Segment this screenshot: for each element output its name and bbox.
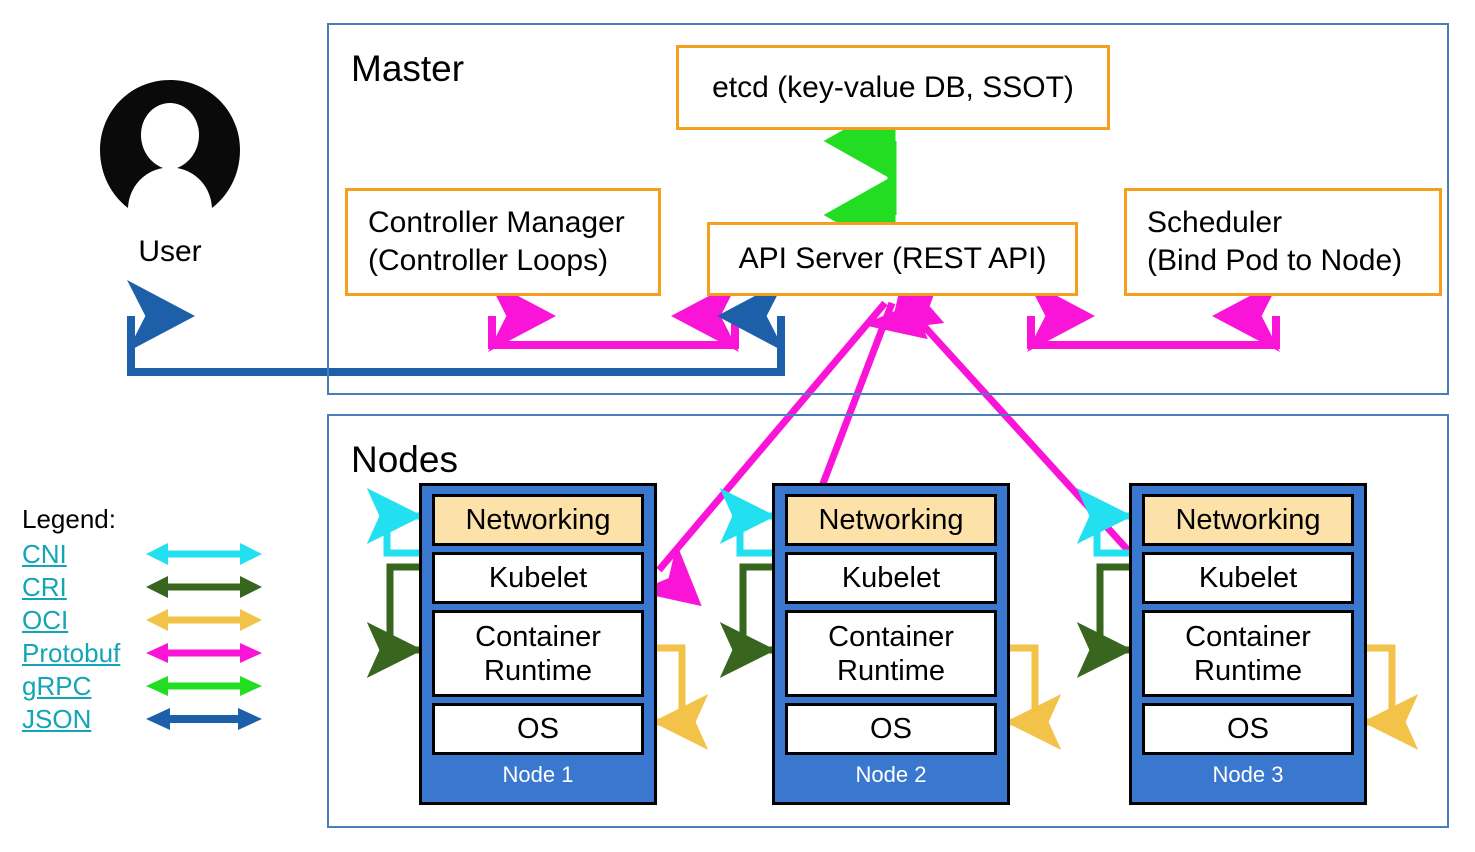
- controller-manager-label: Controller Manager (Controller Loops): [368, 206, 625, 277]
- node-2-name: Node 2: [855, 762, 927, 787]
- etcd-box[interactable]: etcd (key-value DB, SSOT): [676, 45, 1110, 130]
- etcd-label: etcd (key-value DB, SSOT): [712, 70, 1074, 104]
- legend-arrow-cri: [146, 575, 262, 598]
- node-3-os-label: OS: [1227, 713, 1269, 745]
- node-1-os-label: OS: [517, 713, 559, 745]
- master-panel-title: Master: [351, 48, 465, 89]
- user-group: User: [60, 78, 280, 270]
- legend-arrow-json: [146, 707, 262, 730]
- node-2-kubelet-layer[interactable]: Kubelet: [785, 552, 997, 604]
- legend-arrow-cni: [146, 542, 262, 565]
- node-2-runtime-label: Container Runtime: [828, 620, 954, 687]
- node-1-networking-label: Networking: [465, 504, 611, 536]
- node-3-networking-label: Networking: [1175, 504, 1321, 536]
- legend-label-json[interactable]: JSON: [22, 703, 92, 734]
- node-2-os-label: OS: [870, 713, 912, 745]
- scheduler-box[interactable]: Scheduler (Bind Pod to Node): [1124, 188, 1442, 296]
- legend-label-cni[interactable]: CNI: [22, 538, 67, 569]
- node-3-runtime-layer[interactable]: Container Runtime: [1142, 610, 1354, 697]
- user-label: User: [138, 235, 202, 268]
- node-1-runtime-layer[interactable]: Container Runtime: [432, 610, 644, 697]
- legend-item-grpc[interactable]: gRPC: [22, 669, 302, 702]
- legend-item-cri[interactable]: CRI: [22, 570, 302, 603]
- node-1-runtime-label: Container Runtime: [475, 620, 601, 687]
- node-box-3[interactable]: Networking Kubelet Container Runtime OS …: [1129, 483, 1367, 805]
- api-server-label: API Server (REST API): [738, 242, 1047, 275]
- legend-item-cni[interactable]: CNI: [22, 537, 302, 570]
- node-3-os-layer[interactable]: OS: [1142, 703, 1354, 755]
- node-3-kubelet-layer[interactable]: Kubelet: [1142, 552, 1354, 604]
- master-panel: Master: [327, 23, 1449, 395]
- node-1-networking-layer[interactable]: Networking: [432, 494, 644, 546]
- node-box-2[interactable]: Networking Kubelet Container Runtime OS …: [772, 483, 1010, 805]
- legend-item-protobuf[interactable]: Protobuf: [22, 636, 302, 669]
- api-server-box[interactable]: API Server (REST API): [707, 222, 1078, 296]
- node-2-networking-layer[interactable]: Networking: [785, 494, 997, 546]
- node-3-networking-layer[interactable]: Networking: [1142, 494, 1354, 546]
- node-1-kubelet-layer[interactable]: Kubelet: [432, 552, 644, 604]
- legend-item-json[interactable]: JSON: [22, 702, 302, 735]
- node-2-networking-label: Networking: [818, 504, 964, 536]
- controller-manager-box[interactable]: Controller Manager (Controller Loops): [345, 188, 661, 296]
- legend-title: Legend:: [22, 504, 116, 534]
- node-2-runtime-layer[interactable]: Container Runtime: [785, 610, 997, 697]
- node-box-1[interactable]: Networking Kubelet Container Runtime OS …: [419, 483, 657, 805]
- node-3-kubelet-label: Kubelet: [1198, 562, 1298, 594]
- node-3-runtime-label: Container Runtime: [1185, 620, 1311, 687]
- node-1-name: Node 1: [502, 762, 574, 787]
- node-3-name: Node 3: [1212, 762, 1284, 787]
- node-2-kubelet-label: Kubelet: [841, 562, 941, 594]
- legend-label-grpc[interactable]: gRPC: [22, 670, 92, 701]
- legend-label-cri[interactable]: CRI: [22, 571, 67, 602]
- legend-arrow-grpc: [146, 675, 262, 696]
- node-2-os-layer[interactable]: OS: [785, 703, 997, 755]
- scheduler-label: Scheduler (Bind Pod to Node): [1147, 206, 1403, 277]
- legend-arrow-oci: [146, 608, 262, 631]
- nodes-panel-title: Nodes: [351, 439, 458, 480]
- user-avatar-icon: [100, 80, 240, 208]
- legend-item-oci[interactable]: OCI: [22, 603, 302, 636]
- legend-arrow-protobuf: [146, 642, 262, 663]
- nodes-panel: Nodes: [327, 414, 1449, 828]
- legend-label-protobuf[interactable]: Protobuf: [22, 637, 121, 668]
- legend: Legend: CNI CRI OCI: [22, 503, 302, 735]
- legend-label-oci[interactable]: OCI: [22, 604, 69, 635]
- node-1-kubelet-label: Kubelet: [488, 562, 588, 594]
- node-1-os-layer[interactable]: OS: [432, 703, 644, 755]
